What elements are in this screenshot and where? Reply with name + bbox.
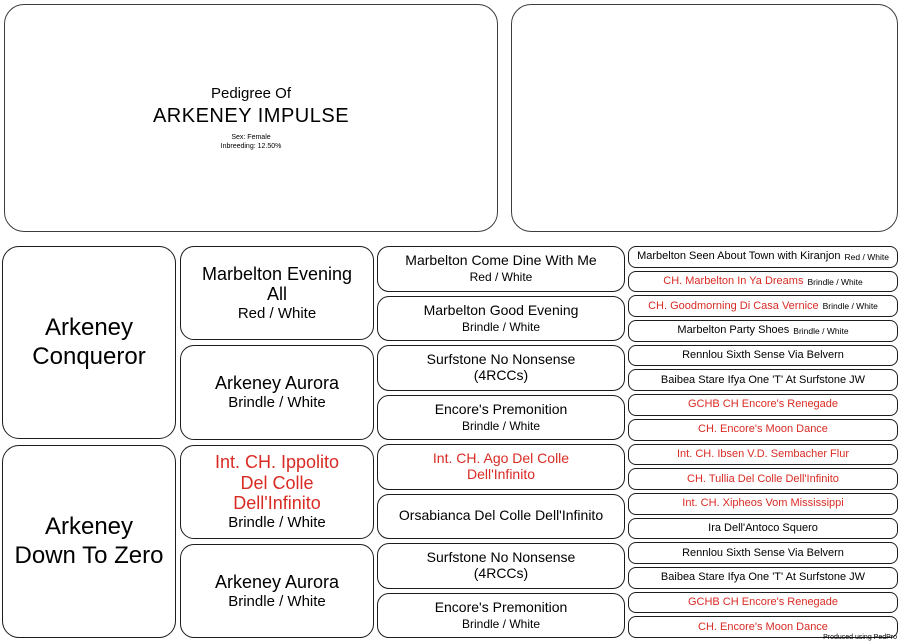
dog-name: Marbelton Good Evening	[423, 301, 579, 318]
dog-name: Rennlou Sixth Sense Via Belvern	[682, 349, 844, 362]
generation-4-column: Marbelton Seen About Town with Kiranjon …	[628, 246, 898, 638]
generation-2-column: Marbelton Evening All Red / White Arkene…	[180, 246, 374, 638]
pedigree-box[interactable]: Int. CH. Ago Del Colle Dell'Infinito	[377, 444, 625, 490]
pedigree-box[interactable]: Encore's Premonition Brindle / White	[377, 592, 625, 638]
pedigree-box[interactable]: Arkeney Aurora Brindle / White	[180, 345, 374, 440]
dog-name: Arkeney Aurora	[214, 571, 340, 592]
photo-placeholder-panel	[511, 4, 898, 232]
dog-color-label: Brindle / White	[461, 319, 541, 334]
pedigree-box[interactable]: Marbelton Seen About Town with Kiranjon …	[628, 246, 898, 268]
dog-name: Arkeney Aurora	[214, 373, 340, 394]
pedigree-box[interactable]: Marbelton Evening All Red / White	[180, 246, 374, 341]
pedigree-dog-name: ARKENEY IMPULSE	[152, 104, 350, 127]
dog-name: Int. CH. Ibsen V.D. Sembacher Flur	[677, 447, 849, 460]
produced-using-credit: Produced using PedPro	[823, 634, 897, 641]
pedigree-box[interactable]: CH. Encore's Moon Dance	[628, 418, 898, 441]
dog-color-label: Brindle / White	[822, 301, 878, 312]
dog-name: Marbelton Party Shoes	[677, 324, 790, 337]
pedigree-box[interactable]: Int. CH. Xipheos Vom Mississippi	[628, 492, 898, 515]
generation-1-column: Arkeney Conqueror Arkeney Down To Zero	[2, 246, 176, 638]
dog-name: Arkeney Conqueror	[32, 314, 146, 370]
dog-name: Baibea Stare Ifya One 'T' At Surfstone J…	[660, 571, 866, 584]
pedigree-box[interactable]: Encore's Premonition Brindle / White	[377, 394, 625, 440]
pedigree-box[interactable]: Ira Dell'Antoco Squero	[628, 517, 898, 540]
dog-name: Int. CH. Xipheos Vom Mississippi	[682, 497, 844, 510]
dog-color-label: Brindle / White	[228, 513, 326, 531]
pedigree-box[interactable]: CH. Tullia Del Colle Dell'Infinito	[628, 468, 898, 490]
dog-color-label: Red / White	[469, 270, 533, 285]
pedigree-box[interactable]: Baibea Stare Ifya One 'T' At Surfstone J…	[628, 369, 898, 392]
dog-name: GCHB CH Encore's Renegade	[687, 398, 839, 411]
pedigree-box[interactable]: GCHB CH Encore's Renegade	[628, 591, 898, 614]
dog-name: Int. CH. Ippolito Del Colle Dell'Infinit…	[214, 452, 340, 513]
pedigree-box[interactable]: Surfstone No Nonsense (4RCCs)	[377, 543, 625, 589]
pedigree-box[interactable]: Marbelton Party Shoes Brindle / White	[628, 320, 898, 342]
pedigree-box[interactable]: Surfstone No Nonsense (4RCCs)	[377, 345, 625, 391]
pedigree-title-panel: Pedigree Of ARKENEY IMPULSE Sex: Female …	[4, 4, 498, 232]
pedigree-box[interactable]: CH. Encore's Moon Dance	[628, 616, 898, 638]
dog-name: CH. Encore's Moon Dance	[698, 423, 828, 436]
dog-color-label: Brindle / White	[461, 616, 541, 631]
pedigree-title-prefix: Pedigree Of	[210, 84, 292, 102]
dog-color-label: Red / White	[237, 305, 317, 323]
dog-name: Marbelton Evening All	[201, 263, 353, 305]
dog-name: Arkeney Down To Zero	[14, 513, 164, 569]
dog-color-label: Red / White	[844, 251, 889, 262]
pedigree-box[interactable]: Rennlou Sixth Sense Via Belvern	[628, 344, 898, 367]
dog-color-label: Brindle / White	[461, 418, 541, 433]
pedigree-box[interactable]: Rennlou Sixth Sense Via Belvern	[628, 542, 898, 564]
dog-name: Marbelton Come Dine With Me	[405, 252, 597, 269]
pedigree-box[interactable]: Marbelton Come Dine With Me Red / White	[377, 246, 625, 292]
dog-name: CH. Encore's Moon Dance	[698, 620, 828, 633]
pedigree-box-dam[interactable]: Arkeney Down To Zero	[2, 445, 176, 638]
dog-name: CH. Tullia Del Colle Dell'Infinito	[687, 472, 839, 485]
pedigree-box[interactable]: Orsabianca Del Colle Dell'Infinito	[377, 493, 625, 539]
generation-3-column: Marbelton Come Dine With Me Red / White …	[377, 246, 625, 638]
pedigree-box[interactable]: Int. CH. Ippolito Del Colle Dell'Infinit…	[180, 444, 374, 539]
dog-name: Ira Dell'Antoco Squero	[708, 521, 818, 534]
dog-color-label: Brindle / White	[793, 325, 849, 336]
dog-color-label: Brindle / White	[228, 592, 326, 610]
pedigree-box[interactable]: Baibea Stare Ifya One 'T' At Surfstone J…	[628, 566, 898, 589]
dog-name: Baibea Stare Ifya One 'T' At Surfstone J…	[660, 373, 866, 386]
dog-name: CH. Goodmorning Di Casa Vernice	[648, 299, 819, 312]
dog-name: Surfstone No Nonsense (4RCCs)	[426, 351, 576, 383]
dog-name: Encore's Premonition	[434, 598, 568, 615]
dog-name: Rennlou Sixth Sense Via Belvern	[682, 546, 844, 559]
pedigree-box[interactable]: Int. CH. Ibsen V.D. Sembacher Flur	[628, 443, 898, 466]
dog-name: CH. Marbelton In Ya Dreams	[663, 275, 804, 288]
dog-name: Encore's Premonition	[434, 400, 568, 417]
pedigree-box-sire[interactable]: Arkeney Conqueror	[2, 246, 176, 439]
dog-name: GCHB CH Encore's Renegade	[687, 595, 839, 608]
dog-name: Marbelton Seen About Town with Kiranjon	[637, 250, 841, 263]
dog-color-label: Brindle / White	[807, 276, 863, 287]
dog-name: Int. CH. Ago Del Colle Dell'Infinito	[432, 450, 570, 482]
pedigree-box[interactable]: GCHB CH Encore's Renegade	[628, 394, 898, 416]
pedigree-box[interactable]: Arkeney Aurora Brindle / White	[180, 543, 374, 638]
dog-inbreeding-label: Inbreeding: 12.50%	[220, 143, 282, 150]
pedigree-box[interactable]: CH. Goodmorning Di Casa Vernice Brindle …	[628, 295, 898, 318]
pedigree-box[interactable]: Marbelton Good Evening Brindle / White	[377, 295, 625, 341]
dog-sex-label: Sex: Female	[231, 133, 271, 141]
dog-color-label: Brindle / White	[228, 394, 326, 412]
dog-name: Orsabianca Del Colle Dell'Infinito	[398, 507, 604, 524]
dog-name: Surfstone No Nonsense (4RCCs)	[426, 549, 576, 581]
pedigree-box[interactable]: CH. Marbelton In Ya Dreams Brindle / Whi…	[628, 270, 898, 293]
